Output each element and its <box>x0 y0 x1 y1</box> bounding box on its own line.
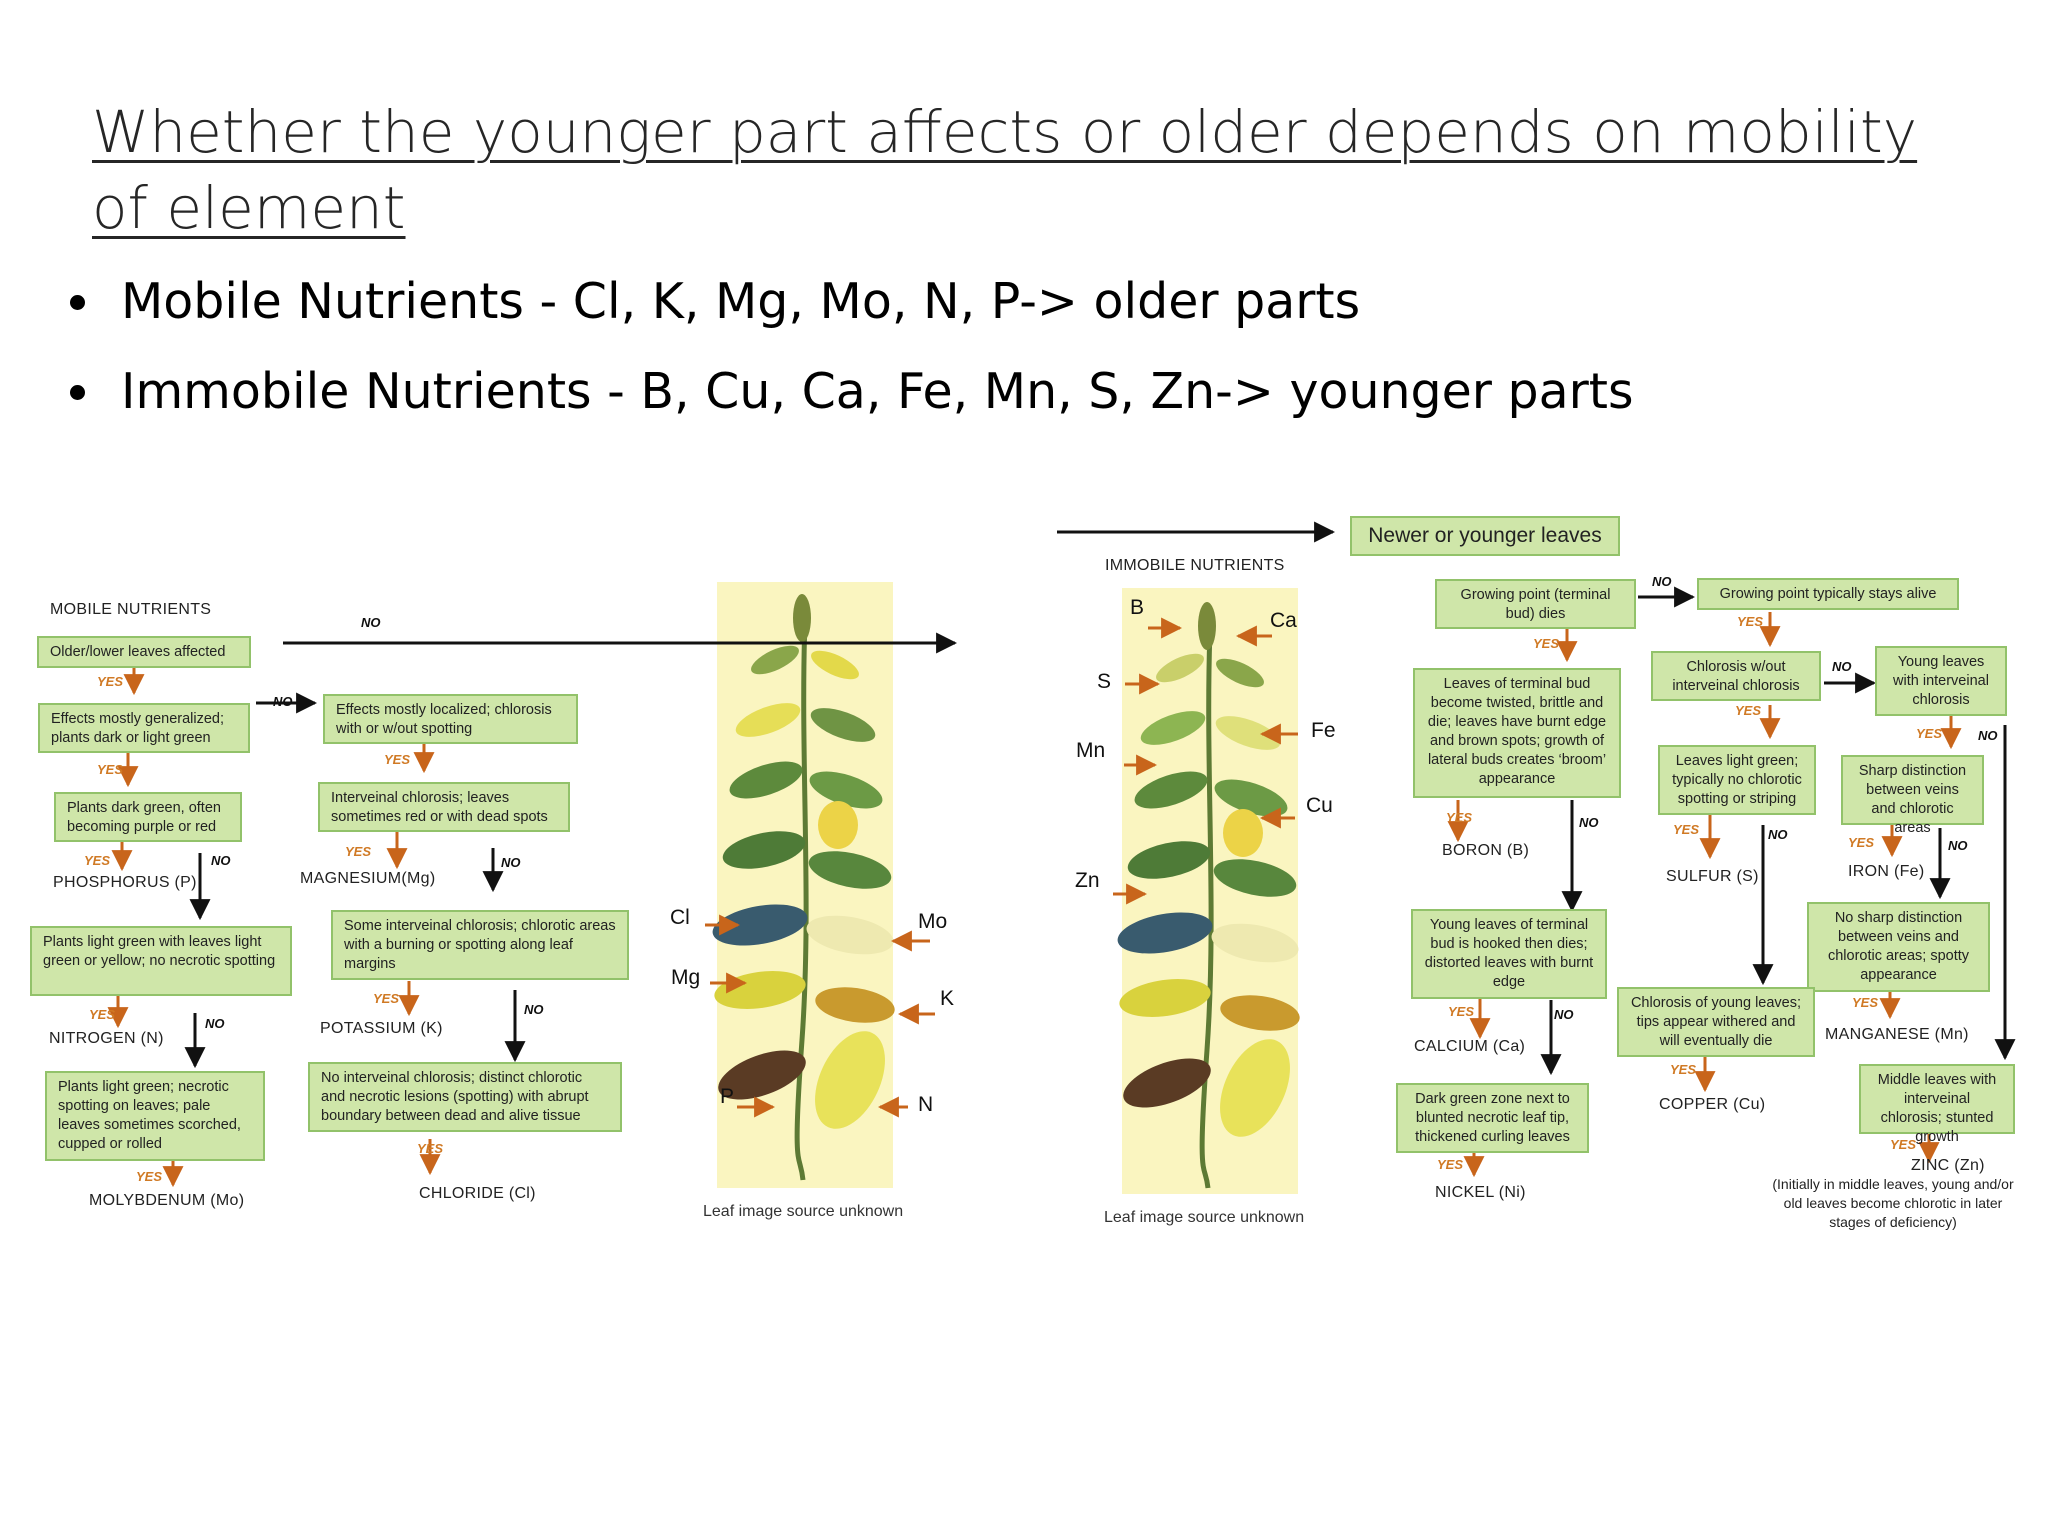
no-label: NO <box>1554 1007 1574 1022</box>
yes-label: YES <box>384 752 411 767</box>
box-newer-younger-leaves: Newer or younger leaves <box>1350 516 1620 556</box>
yes-label: YES <box>84 853 111 868</box>
yes-label: YES <box>1670 1062 1697 1077</box>
yes-label: YES <box>1446 810 1473 825</box>
plant-label-cl: Cl <box>670 906 690 929</box>
box-young-leaves-interveinal: Young leaves with interveinal chlorosis <box>1875 646 2007 716</box>
plant-label-mo: Mo <box>918 910 948 933</box>
bullet-text: Mobile Nutrients - Cl, K, Mg, Mo, N, P->… <box>121 273 1361 330</box>
box-terminal-bud-twisted: Leaves of terminal bud become twisted, b… <box>1413 668 1621 798</box>
no-label: NO <box>524 1002 544 1017</box>
yes-label: YES <box>1737 614 1764 629</box>
immobile-image-source: Leaf image source unknown <box>1104 1209 1305 1226</box>
box-effects-localized: Effects mostly localized; chlorosis with… <box>323 694 578 744</box>
yes-label: YES <box>1448 1004 1475 1019</box>
box-necrotic-spotting: Plants light green; necrotic spotting on… <box>45 1071 265 1161</box>
plant-label-cu: Cu <box>1306 794 1333 817</box>
plant-label-ca: Ca <box>1270 609 1297 632</box>
result-iron: IRON (Fe) <box>1848 863 1925 880</box>
mobile-plant-drawing <box>712 594 895 1181</box>
yes-label: YES <box>89 1007 116 1022</box>
no-label: NO <box>211 853 231 868</box>
result-chloride: CHLORIDE (Cl) <box>419 1185 536 1202</box>
bullet-mobile: Mobile Nutrients - Cl, K, Mg, Mo, N, P->… <box>70 272 1634 332</box>
yes-label: YES <box>1852 995 1879 1010</box>
no-label: NO <box>1832 659 1852 674</box>
result-potassium: POTASSIUM (K) <box>320 1020 443 1037</box>
immobile-plant-drawing <box>1117 602 1300 1189</box>
mobile-nutrients-header: MOBILE NUTRIENTS <box>50 601 212 618</box>
box-no-interveinal-chlorosis: No interveinal chlorosis; distinct chlor… <box>308 1062 622 1132</box>
box-interveinal-chlorosis: Interveinal chlorosis; leaves sometimes … <box>318 782 570 832</box>
box-middle-leaves-interveinal: Middle leaves with interveinal chlorosis… <box>1859 1064 2015 1145</box>
box-chlorosis-without-interveinal: Chlorosis w/out interveinal chlorosis <box>1651 651 1821 701</box>
yes-label: YES <box>97 674 124 689</box>
no-label: NO <box>273 694 293 709</box>
zinc-note: (Initially in middle leaves, young and/o… <box>1772 1176 2014 1230</box>
no-label: NO <box>361 615 381 630</box>
box-older-leaves-affected: Older/lower leaves affected <box>37 636 251 668</box>
box-dark-green-zone: Dark green zone next to blunted necrotic… <box>1396 1083 1589 1153</box>
box-growing-point-alive: Growing point typically stays alive <box>1697 578 1959 610</box>
yes-label: YES <box>136 1169 163 1184</box>
result-magnesium: MAGNESIUM(Mg) <box>300 870 436 887</box>
bullet-text: Immobile Nutrients - B, Cu, Ca, Fe, Mn, … <box>121 363 1634 420</box>
immobile-nutrients-header: IMMOBILE NUTRIENTS <box>1105 557 1285 574</box>
box-no-sharp-distinction: No sharp distinction between veins and c… <box>1807 902 1990 992</box>
no-label: NO <box>1948 838 1968 853</box>
bullet-dot-icon <box>70 384 85 400</box>
bullet-immobile: Immobile Nutrients - B, Cu, Ca, Fe, Mn, … <box>70 362 1634 422</box>
box-terminal-bud-hooked: Young leaves of terminal bud is hooked t… <box>1411 909 1607 999</box>
box-plants-light-green: Plants light green with leaves light gre… <box>30 926 292 996</box>
box-effects-generalized: Effects mostly generalized; plants dark … <box>38 703 250 753</box>
result-nickel: NICKEL (Ni) <box>1435 1184 1526 1201</box>
result-zinc: ZINC (Zn) <box>1911 1157 1985 1174</box>
yes-label: YES <box>417 1141 444 1156</box>
plant-label-mg: Mg <box>671 966 701 989</box>
plant-label-k: K <box>940 987 955 1010</box>
bullet-list: Mobile Nutrients - Cl, K, Mg, Mo, N, P->… <box>70 272 1634 452</box>
result-calcium: CALCIUM (Ca) <box>1414 1038 1526 1055</box>
box-leaves-light-green: Leaves light green; typically no chlorot… <box>1658 745 1816 815</box>
yes-label: YES <box>1848 835 1875 850</box>
plant-label-b: B <box>1130 596 1145 619</box>
bullet-dot-icon <box>70 294 85 310</box>
result-copper: COPPER (Cu) <box>1659 1096 1766 1113</box>
result-nitrogen: NITROGEN (N) <box>49 1030 164 1047</box>
no-label: NO <box>205 1016 225 1031</box>
plant-label-zn: Zn <box>1075 869 1100 892</box>
no-label: NO <box>1768 827 1788 842</box>
no-label: NO <box>1652 574 1672 589</box>
slide-title: Whether the younger part affects or olde… <box>92 98 1918 242</box>
result-boron: BORON (B) <box>1442 842 1530 859</box>
box-growing-point-dies: Growing point (terminal bud) dies <box>1435 579 1636 629</box>
plant-label-fe: Fe <box>1311 719 1336 742</box>
no-label: NO <box>1978 728 1998 743</box>
result-sulfur: SULFUR (S) <box>1666 868 1759 885</box>
yes-label: YES <box>1437 1157 1464 1172</box>
plant-label-n: N <box>918 1093 934 1116</box>
no-label: NO <box>501 855 521 870</box>
result-manganese: MANGANESE (Mn) <box>1825 1026 1969 1043</box>
no-label: NO <box>1579 815 1599 830</box>
result-phosphorus: PHOSPHORUS (P) <box>53 874 197 891</box>
yes-label: YES <box>1890 1137 1917 1152</box>
yes-label: YES <box>1735 703 1762 718</box>
yes-label: YES <box>1673 822 1700 837</box>
box-sharp-distinction: Sharp distinction between veins and chlo… <box>1841 755 1984 836</box>
mobile-image-source: Leaf image source unknown <box>703 1203 904 1220</box>
yes-label: YES <box>345 844 372 859</box>
box-chlorosis-young-withered: Chlorosis of young leaves; tips appear w… <box>1617 987 1815 1057</box>
plant-label-p: P <box>720 1085 735 1108</box>
box-burning-margins: Some interveinal chlorosis; chlorotic ar… <box>331 910 629 980</box>
plant-label-s: S <box>1097 670 1112 693</box>
box-plants-dark-green: Plants dark green, often becoming purple… <box>54 792 242 842</box>
yes-label: YES <box>1916 726 1943 741</box>
yes-label: YES <box>373 991 400 1006</box>
result-molybdenum: MOLYBDENUM (Mo) <box>89 1192 245 1209</box>
yes-label: YES <box>1533 636 1560 651</box>
yes-label: YES <box>97 762 124 777</box>
plant-label-mn: Mn <box>1076 739 1106 762</box>
